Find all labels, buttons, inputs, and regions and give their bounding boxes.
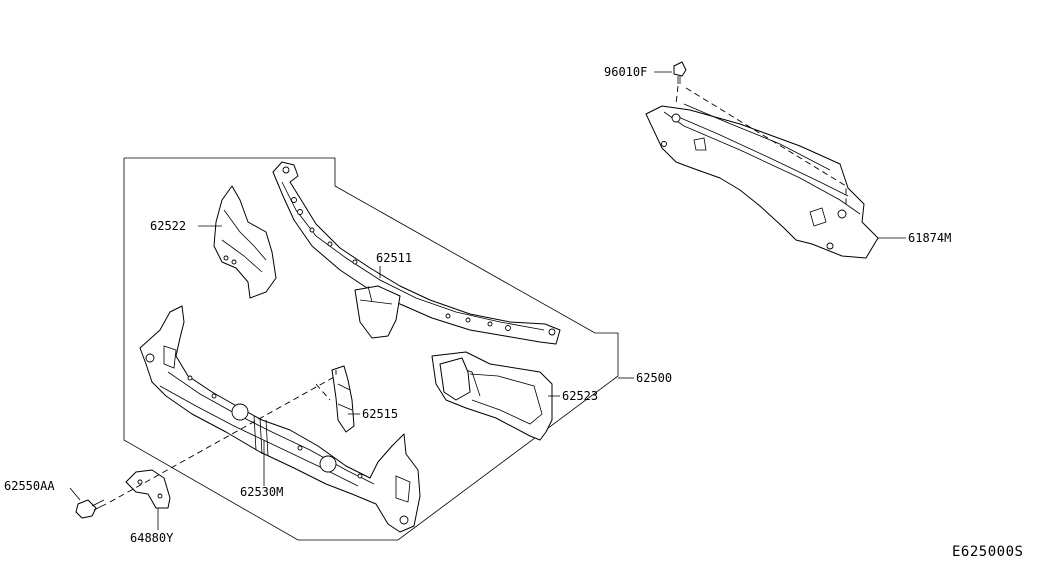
part-62523-bracket	[431, 351, 553, 441]
label-62511: 62511	[376, 251, 412, 265]
assembly-boundary	[123, 157, 619, 541]
label-64880Y: 64880Y	[130, 531, 174, 545]
label-62522: 62522	[150, 219, 186, 233]
leader-62550AA	[69, 487, 81, 501]
label-62515: 62515	[362, 407, 398, 421]
dash-lower-link	[109, 370, 337, 503]
dash-cover-left	[675, 85, 679, 105]
label-62523: 62523	[562, 389, 598, 403]
part-62550AA-bolt	[75, 499, 107, 519]
part-61874M-cover	[645, 103, 879, 259]
part-96010F-clip	[673, 61, 687, 84]
part-64880Y-bracket	[125, 469, 171, 509]
part-62515-bracket	[331, 365, 355, 433]
dash-cover-top	[685, 87, 847, 208]
part-62522-bracket	[213, 185, 277, 299]
part-62511-upper-support	[272, 161, 561, 345]
diagram-code: E625000S	[952, 544, 1023, 560]
part-62530M-lower-support	[139, 305, 421, 533]
label-62530M: 62530M	[240, 485, 283, 499]
label-96010F: 96010F	[604, 65, 647, 79]
label-62500: 62500	[636, 371, 672, 385]
label-61874M: 61874M	[908, 231, 951, 245]
label-62550AA: 62550AA	[4, 479, 55, 493]
dash-bracket-link	[315, 383, 331, 401]
